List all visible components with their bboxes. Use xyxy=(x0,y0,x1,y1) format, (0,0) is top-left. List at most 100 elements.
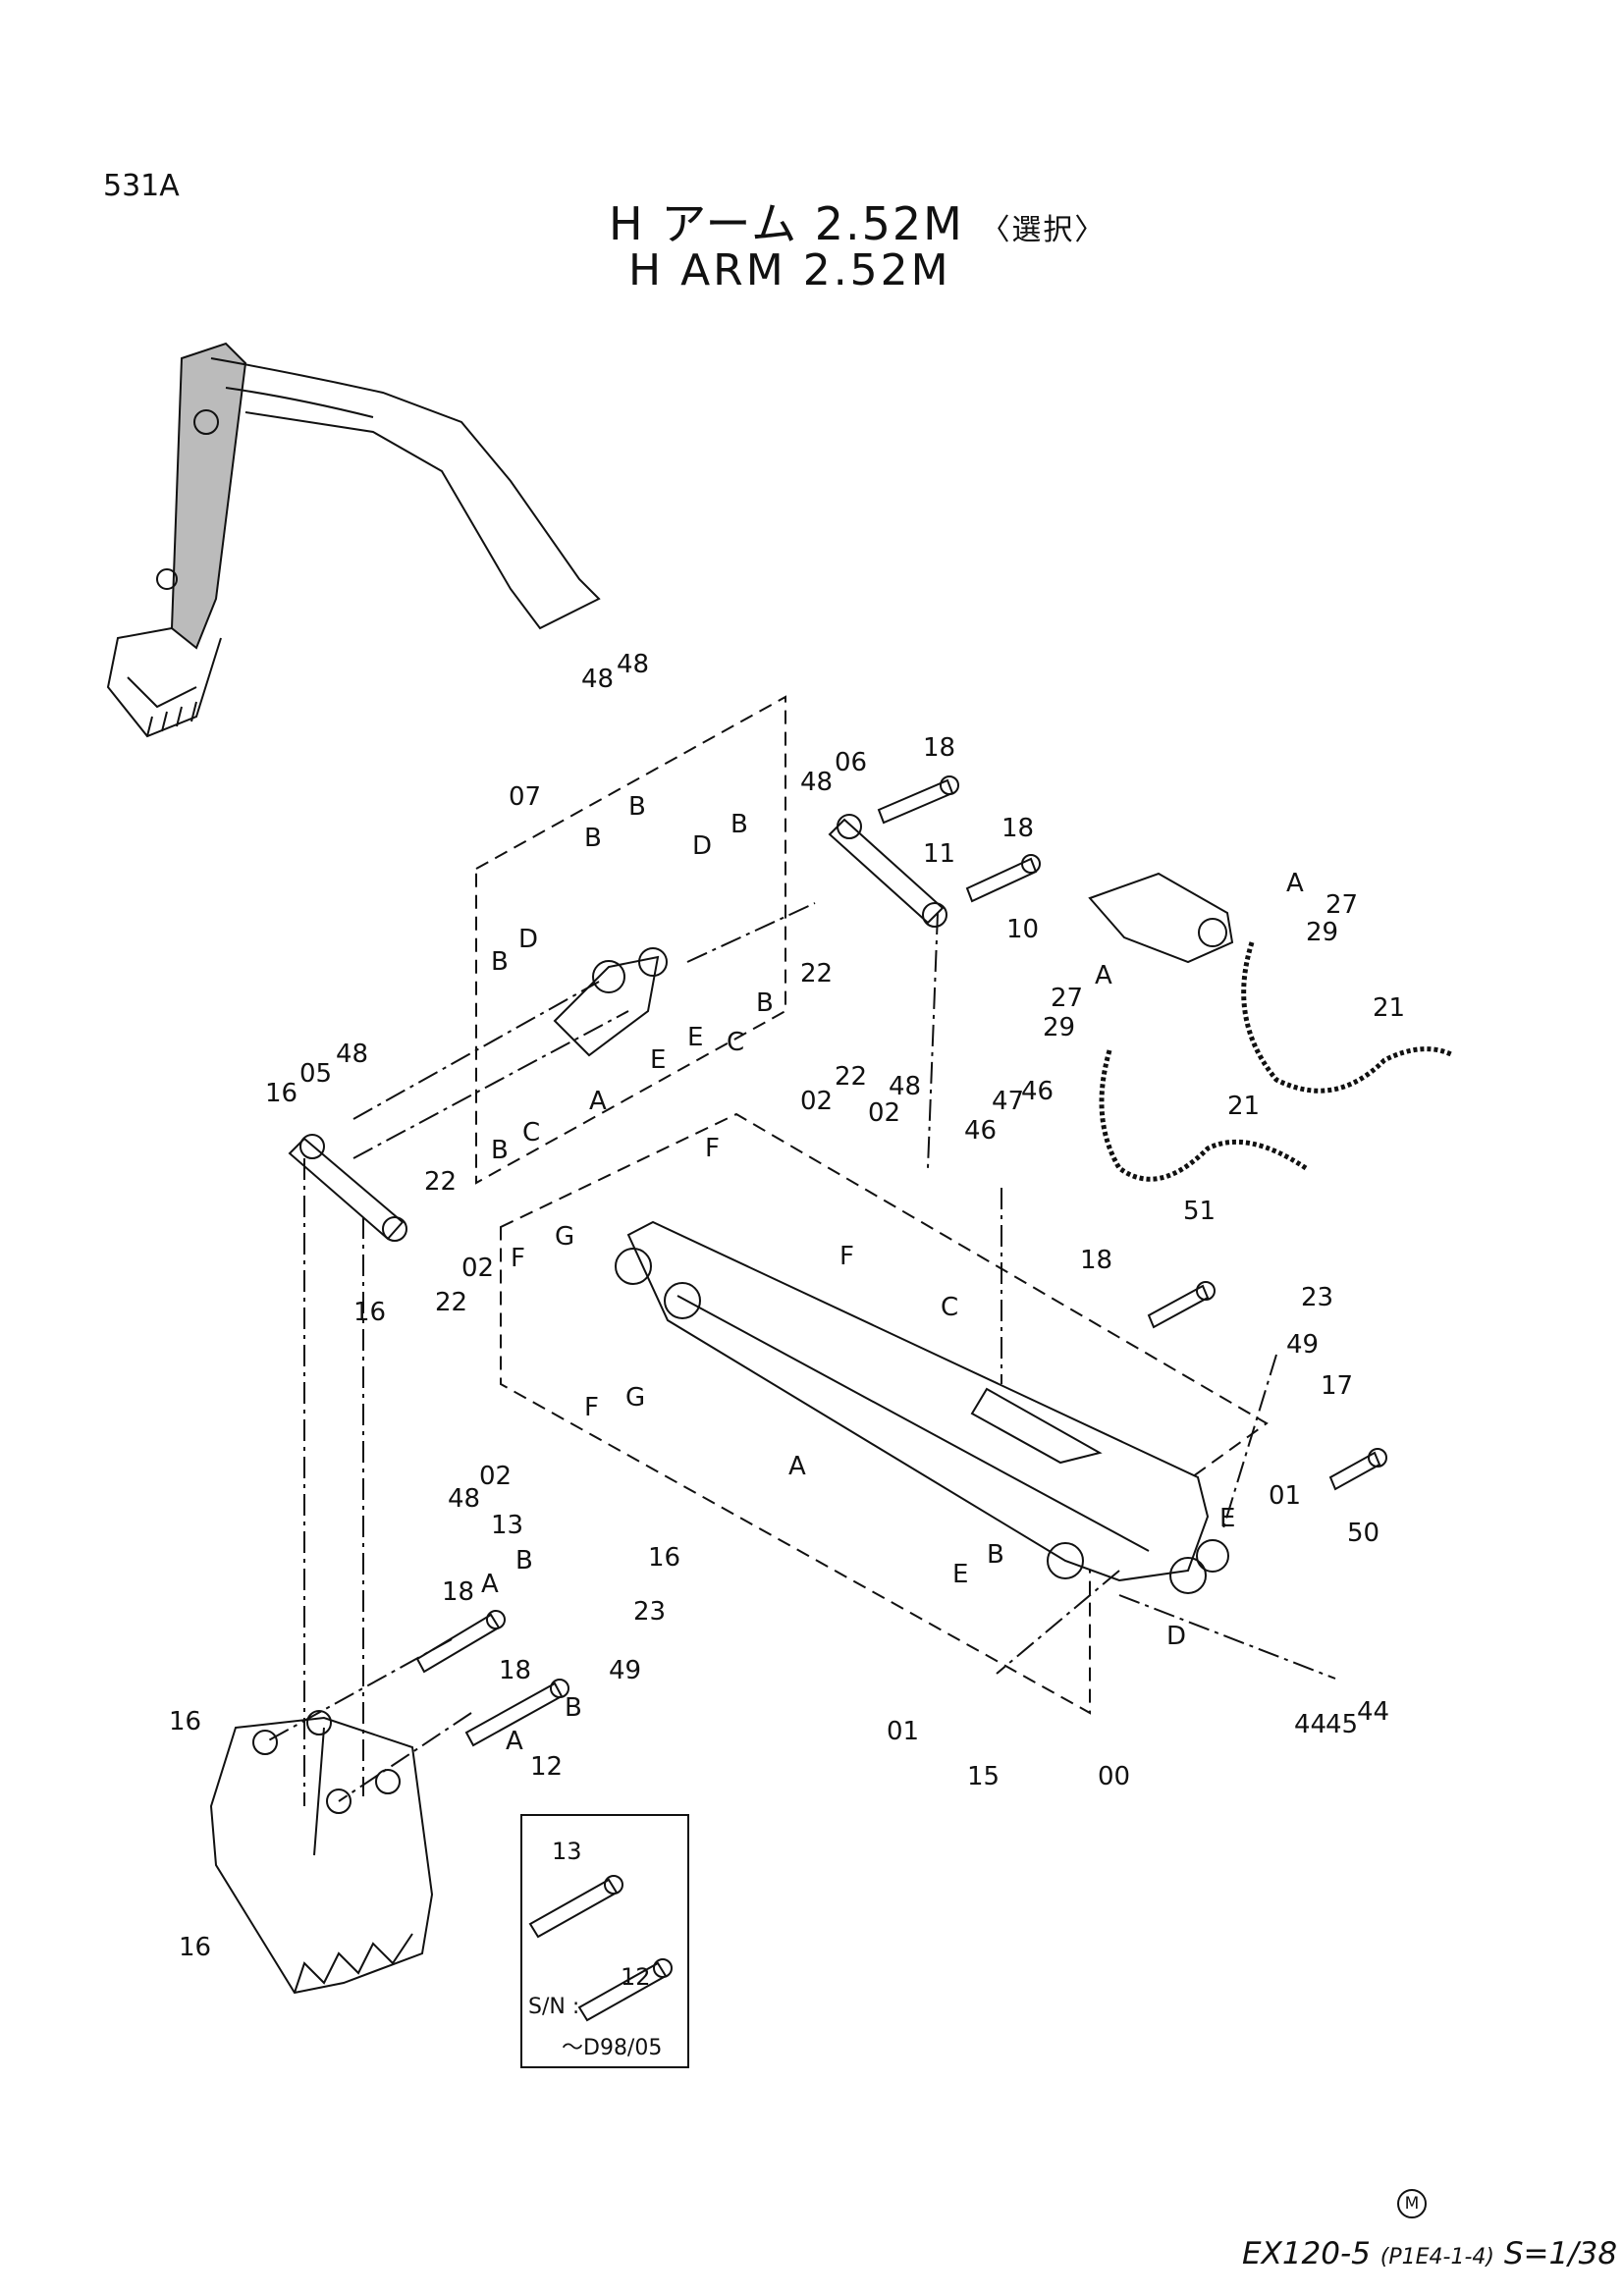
callout: A xyxy=(788,1452,806,1481)
assembly-lines xyxy=(264,902,1336,1806)
callout: 21 xyxy=(1227,1092,1260,1121)
callout: 27 xyxy=(1051,984,1083,1013)
pin-50 xyxy=(1328,1448,1387,1491)
callout: 18 xyxy=(499,1656,531,1685)
callout: 49 xyxy=(1286,1330,1319,1360)
callout: A xyxy=(506,1727,523,1756)
pin-13 xyxy=(415,1610,506,1674)
pin-11 xyxy=(877,775,959,825)
callout: 29 xyxy=(1043,1013,1075,1042)
callout: 05 xyxy=(299,1059,332,1089)
callout: C xyxy=(727,1028,744,1057)
callout: 51 xyxy=(1183,1197,1216,1226)
callout: 12 xyxy=(530,1752,563,1782)
callout: 22 xyxy=(800,959,833,988)
callout: D xyxy=(518,925,538,954)
callout: 29 xyxy=(1306,918,1338,947)
scale: S=1/38 xyxy=(1503,2236,1618,2271)
callout: G xyxy=(625,1383,645,1413)
callout: 49 xyxy=(609,1656,641,1685)
pin-12 xyxy=(464,1679,569,1747)
callout: 45 xyxy=(1325,1710,1358,1739)
inset-label-12: 12 xyxy=(621,1963,651,1991)
footer: EX120-5 (P1E4-1-4) S=1/38 xyxy=(1242,2236,1617,2271)
callout: B xyxy=(515,1546,533,1575)
callout: 48 xyxy=(336,1040,368,1069)
callout: 46 xyxy=(964,1116,997,1146)
callout: 16 xyxy=(353,1298,386,1327)
page-code: 531A xyxy=(103,169,180,203)
callout: 02 xyxy=(479,1462,512,1491)
catalog-code: (P1E4-1-4) xyxy=(1380,2245,1494,2269)
callout: B xyxy=(565,1693,582,1723)
callout: 02 xyxy=(800,1087,833,1116)
m-mark: M xyxy=(1397,2189,1427,2218)
callout: 22 xyxy=(424,1167,457,1197)
title-english: H ARM 2.52M xyxy=(628,245,951,295)
dashed-box-07 xyxy=(475,695,786,1185)
title-ja-text: H アーム 2.52M xyxy=(609,197,964,250)
callout: 01 xyxy=(887,1717,919,1746)
callout: B xyxy=(491,1136,509,1165)
link-05 xyxy=(288,1134,407,1242)
callout: 16 xyxy=(648,1543,680,1573)
callout: F xyxy=(839,1242,854,1271)
callout: F xyxy=(511,1244,525,1273)
callout: 48 xyxy=(448,1484,480,1514)
callout: C xyxy=(941,1293,958,1322)
cylinder-valve xyxy=(1088,872,1234,964)
callout: 16 xyxy=(265,1079,298,1108)
callout: E xyxy=(952,1560,968,1589)
overview-sketch xyxy=(106,342,601,738)
callout: 13 xyxy=(491,1511,523,1540)
callout: 44 xyxy=(1357,1697,1389,1727)
arm-body xyxy=(615,1220,1229,1594)
hose-21-left xyxy=(1099,1049,1308,1182)
callout: 11 xyxy=(923,839,955,869)
callout: 06 xyxy=(835,748,867,777)
title-japanese: H アーム 2.52M 〈選択〉 xyxy=(609,188,1106,253)
callout: 47 xyxy=(992,1087,1024,1116)
callout: 48 xyxy=(617,650,649,679)
inset-box: 13 12 S/N : ～D98/05 xyxy=(520,1814,689,2068)
callout: A xyxy=(1286,869,1304,898)
callout: 22 xyxy=(835,1062,867,1092)
callout-labels: 48 48 07 B B D B D B C B E E A B C 22 22… xyxy=(169,650,1405,1962)
hose-21-right xyxy=(1241,941,1455,1094)
callout: B xyxy=(756,988,774,1018)
callout: 16 xyxy=(179,1933,211,1962)
callout: 00 xyxy=(1098,1762,1130,1791)
callout: B xyxy=(491,947,509,977)
serial-number-range: ～D98/05 xyxy=(562,2036,663,2060)
callout: 18 xyxy=(1001,814,1034,843)
callout: B xyxy=(987,1540,1004,1570)
callout: 21 xyxy=(1373,993,1405,1023)
callout: 23 xyxy=(633,1597,666,1627)
callout: B xyxy=(628,792,646,822)
callout: 17 xyxy=(1321,1371,1353,1401)
inset-pin-13 xyxy=(528,1875,623,1939)
callout: C xyxy=(522,1118,540,1148)
callout: 48 xyxy=(581,665,614,694)
bucket xyxy=(209,1710,434,1995)
callout: 48 xyxy=(889,1072,921,1101)
link-06 xyxy=(828,814,947,928)
serial-number-label: S/N : xyxy=(528,1995,580,2019)
callout: F xyxy=(584,1393,599,1422)
callout: 44 xyxy=(1294,1710,1326,1739)
callout: 16 xyxy=(169,1707,201,1736)
title-ja-note: 〈選択〉 xyxy=(980,213,1107,247)
callout: B xyxy=(584,824,602,853)
callout: 18 xyxy=(1080,1246,1112,1275)
inset-pin-12 xyxy=(577,1958,673,2022)
pin-51 xyxy=(1147,1281,1216,1329)
callout: 10 xyxy=(1006,915,1039,944)
callout: A xyxy=(589,1087,607,1116)
callout: 18 xyxy=(442,1577,474,1607)
callout: D xyxy=(1166,1622,1186,1651)
callout: 22 xyxy=(435,1288,467,1317)
callout: 23 xyxy=(1301,1283,1333,1312)
callout: 50 xyxy=(1347,1519,1380,1548)
callout: A xyxy=(481,1570,499,1599)
callout: A xyxy=(1095,961,1112,990)
